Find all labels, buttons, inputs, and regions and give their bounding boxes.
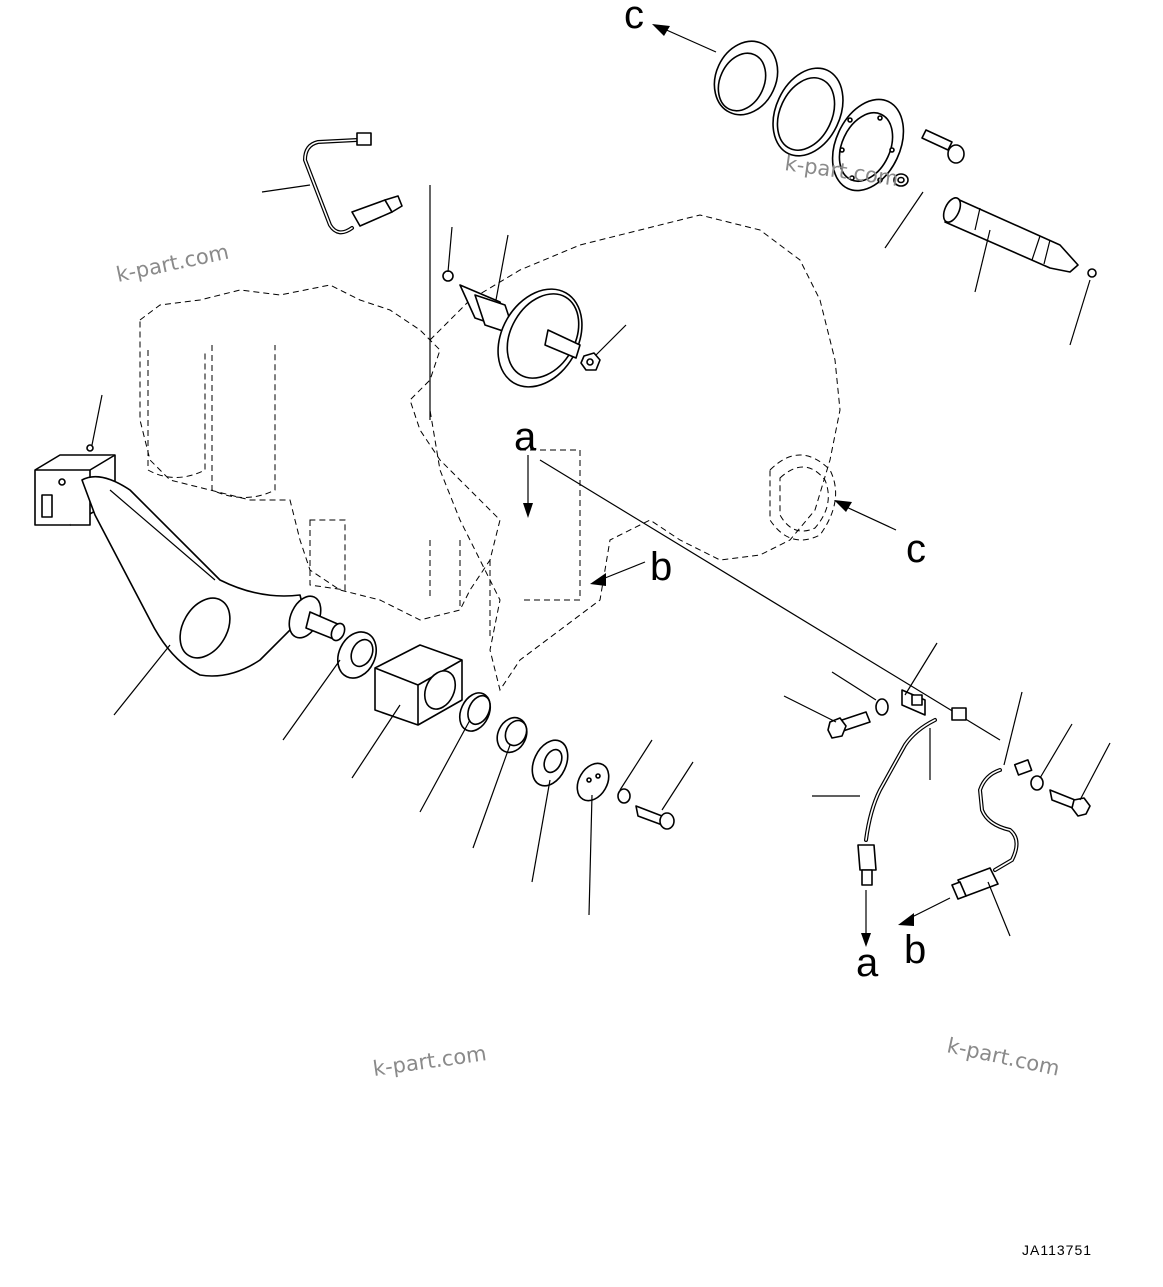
washer-small — [875, 698, 889, 716]
support-arm — [81, 475, 306, 677]
arm-stub-shaft — [288, 595, 346, 642]
small-pin — [1087, 268, 1097, 278]
connector-bracket — [901, 689, 967, 721]
harness-a — [857, 718, 937, 886]
hub-flange — [336, 631, 378, 679]
watermark: k-part.com — [114, 240, 231, 287]
bushing-ring-2 — [496, 716, 528, 754]
bushing-ring-1 — [458, 692, 492, 732]
engine-outline-ghost — [139, 284, 501, 640]
ref-letter-c-top: c — [624, 0, 644, 37]
ref-letter-b-bottom: b — [904, 928, 926, 972]
arrow-c-right — [834, 500, 897, 531]
arrow-b-bottom — [898, 897, 951, 926]
cap-bolt — [635, 805, 675, 830]
hex-nut-top — [580, 352, 601, 371]
harness-b — [951, 759, 1033, 900]
sensor-harness-upper — [302, 132, 403, 235]
seal-ring-1 — [713, 40, 779, 116]
arrow-a-bottom — [861, 890, 871, 947]
ref-letter-c-right: c — [906, 527, 926, 571]
ref-letter-a-bottom: a — [856, 941, 879, 985]
small-nut-top — [442, 270, 454, 282]
transmission-outline-ghost — [429, 214, 841, 692]
washer-right — [1030, 775, 1044, 791]
watermark: k-part.com — [371, 1041, 488, 1081]
bolt-right — [1049, 789, 1091, 817]
end-cap — [576, 762, 610, 802]
arrow-c-top — [652, 24, 717, 53]
bolt-bracket-left — [827, 711, 871, 739]
splined-shaft — [942, 197, 1079, 273]
leader-lines — [91, 184, 1111, 937]
arrow-b-mid — [590, 561, 646, 586]
ref-letter-a-mid: a — [514, 415, 537, 459]
lock-washer — [617, 788, 631, 804]
guide-line — [539, 459, 1001, 741]
seal-ring-2 — [772, 67, 844, 157]
arrow-a-mid — [523, 455, 533, 518]
split-clamp-block — [374, 644, 463, 726]
castle-nut — [531, 739, 569, 787]
flange-plate — [831, 98, 905, 192]
coupling-drum — [497, 288, 583, 388]
ref-letter-b-mid: b — [650, 545, 672, 589]
washer — [893, 173, 909, 187]
drawing-code: JA113751 — [1022, 1242, 1092, 1258]
watermark: k-part.com — [945, 1033, 1062, 1080]
flange-bolt — [921, 129, 965, 164]
